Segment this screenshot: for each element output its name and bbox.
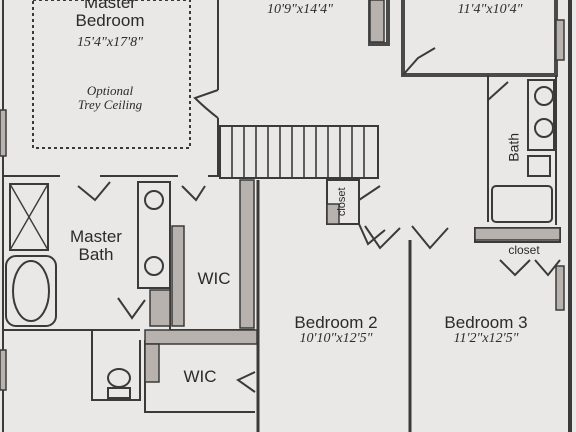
wall-fill-j (555, 265, 565, 311)
wall-fill-l (0, 349, 7, 391)
wic-2-door (236, 371, 256, 393)
trey-ceiling-note: Optional Trey Ceiling (77, 83, 143, 112)
bedroom-3-dim: 11'2"x12'5" (453, 331, 519, 346)
wic-1-door (181, 185, 206, 202)
master-bath-door (77, 181, 111, 202)
trey-ceiling-outline (32, 0, 191, 149)
bedroom-3-name: Bedroom 3 (444, 313, 528, 332)
right-closet-door (499, 259, 561, 277)
master-tub (5, 255, 57, 327)
master-sink-2 (144, 256, 164, 276)
wall-fill-c (171, 225, 185, 327)
bath-sink-1 (534, 86, 554, 106)
bedroom-3-door (411, 225, 449, 250)
bathtub (491, 185, 553, 223)
hall-closet-name: closet (336, 187, 349, 217)
bath-sink-counter (527, 79, 555, 151)
bath-toilet (527, 155, 551, 177)
wall-fill-e (144, 329, 258, 345)
hall-closet-door (358, 185, 386, 246)
shower-x (9, 183, 49, 251)
master-bedroom-door (193, 89, 219, 119)
bedroom-2-door (364, 225, 401, 250)
staircase (219, 125, 379, 179)
wall-fill-d (149, 289, 171, 327)
wall-fill-f (144, 343, 160, 383)
wic-2-name: WIC (183, 367, 217, 386)
top-room-b-dim: 11'4"x10'4" (457, 2, 523, 17)
wall-fill-g (326, 203, 340, 225)
master-vanity (137, 181, 171, 289)
master-bath-name: Master Bath (70, 227, 122, 264)
master-tub-basin (12, 260, 50, 322)
wall-fill-k (0, 109, 7, 157)
bedroom-2-dim: 10'10"x12'5" (299, 331, 373, 346)
hall-closet (326, 179, 360, 225)
right-closet-name: closet (508, 243, 540, 257)
master-toilet (107, 368, 131, 388)
bath-walls (487, 75, 557, 225)
wall-fill-i (555, 19, 565, 61)
master-sink-1 (144, 190, 164, 210)
top-room-a-dim: 10'9"x14'4" (267, 2, 333, 17)
bedroom-2-name: Bedroom 2 (294, 313, 378, 332)
shower (9, 183, 49, 251)
master-bedroom-dim: 15'4"x17'8" (77, 35, 143, 50)
wall-fill-b (239, 179, 255, 329)
toilet-room-walls (91, 330, 141, 401)
wall-fill-h (474, 227, 561, 241)
toilet-room-door (117, 297, 146, 320)
bath-name: Bath (505, 132, 522, 162)
master-toilet-tank (107, 387, 131, 399)
wic-1-name: WIC (197, 269, 231, 288)
bath-sink-2 (534, 118, 554, 138)
master-bath-walls (2, 176, 140, 432)
top-room-door (402, 47, 436, 76)
master-bedroom-name: Master Bedroom (75, 0, 145, 30)
wall-fill-a (369, 0, 385, 43)
